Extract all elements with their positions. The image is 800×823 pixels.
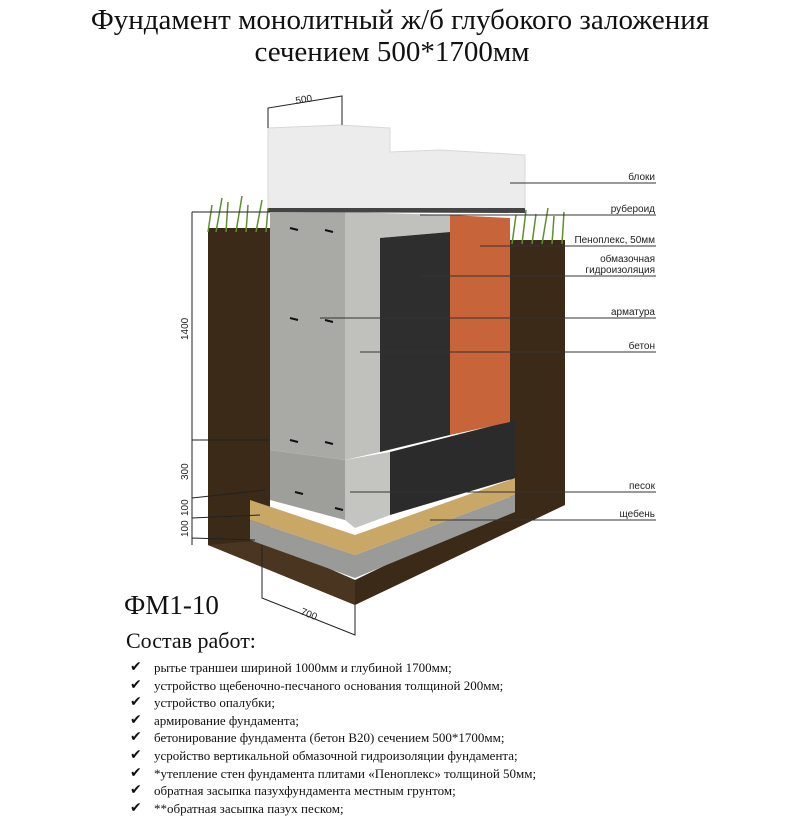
concrete-wall-side [345,212,450,460]
concrete-base-front [270,450,345,520]
label-blocks: блоки [628,171,655,183]
check-icon: ✔ [130,711,142,728]
works-list: ✔рытье траншеи шириной 1000мм и глубиной… [130,659,536,817]
label-rebar: арматура [611,307,655,318]
rebar [289,227,344,511]
check-icon: ✔ [130,729,142,746]
check-icon: ✔ [130,799,142,816]
dim-sand: 100 [180,499,191,516]
list-item: ✔усройство вертикальной обмазочной гидро… [130,746,518,763]
waterproofing [380,232,450,452]
gravel-layer [250,495,515,578]
label-waterproofing: гидроизоляция [585,265,655,276]
list-item: ✔**обратная засыпка пазух песком; [130,799,344,816]
check-icon: ✔ [130,782,142,799]
sand-layer [250,478,515,555]
title-line-2: сечением 500*1700мм [254,36,530,68]
label-gravel: щебень [620,508,655,520]
title-line-1: Фундамент монолитный ж/б глубокого залож… [90,4,710,36]
list-item: ✔рытье траншеи шириной 1000мм и глубиной… [130,659,452,675]
list-item: ✔*утепление стен фундамента плитами «Пен… [130,764,537,781]
check-icon: ✔ [130,694,142,711]
dim-height-base: 300 [180,463,191,480]
soil-left [208,228,565,605]
grass [207,195,565,245]
works-title: Состав работ: [126,628,256,653]
check-icon: ✔ [130,764,142,781]
label-concrete: бетон [629,340,655,352]
concrete-base-side [345,452,390,528]
waterproof-base [390,420,515,515]
product-code: ФМ1-10 [124,590,219,620]
label-coating: обмазочная [600,253,655,265]
list-item: ✔устройство щебеночно-песчаного основани… [130,676,504,693]
check-icon: ✔ [130,746,142,763]
label-penoplex: Пеноплекс, 50мм [574,235,655,246]
check-icon: ✔ [130,659,142,675]
penoplex [450,215,510,435]
dimension-lines [191,95,356,636]
dim-height-main: 1400 [180,317,191,340]
check-icon: ✔ [130,676,142,693]
list-item: ✔обратная засыпка пазухфундамента местны… [130,782,456,799]
dim-gravel: 100 [180,520,191,537]
leader-lines [320,182,656,521]
dim-bottom: 700 [299,607,319,624]
label-sand: песок [629,481,656,492]
concrete-wall-front [270,210,345,460]
list-item: ✔армирование фундамента; [130,711,300,728]
dim-top: 500 [295,93,314,107]
label-roofing: рубероид [611,203,655,215]
soil-bottom-face [208,540,355,605]
blocks [267,124,526,213]
roofing-felt [268,208,525,213]
list-item: ✔бетонирование фундамента (бетон В20) се… [130,729,505,746]
list-item: ✔устройство опалубки; [130,694,275,711]
